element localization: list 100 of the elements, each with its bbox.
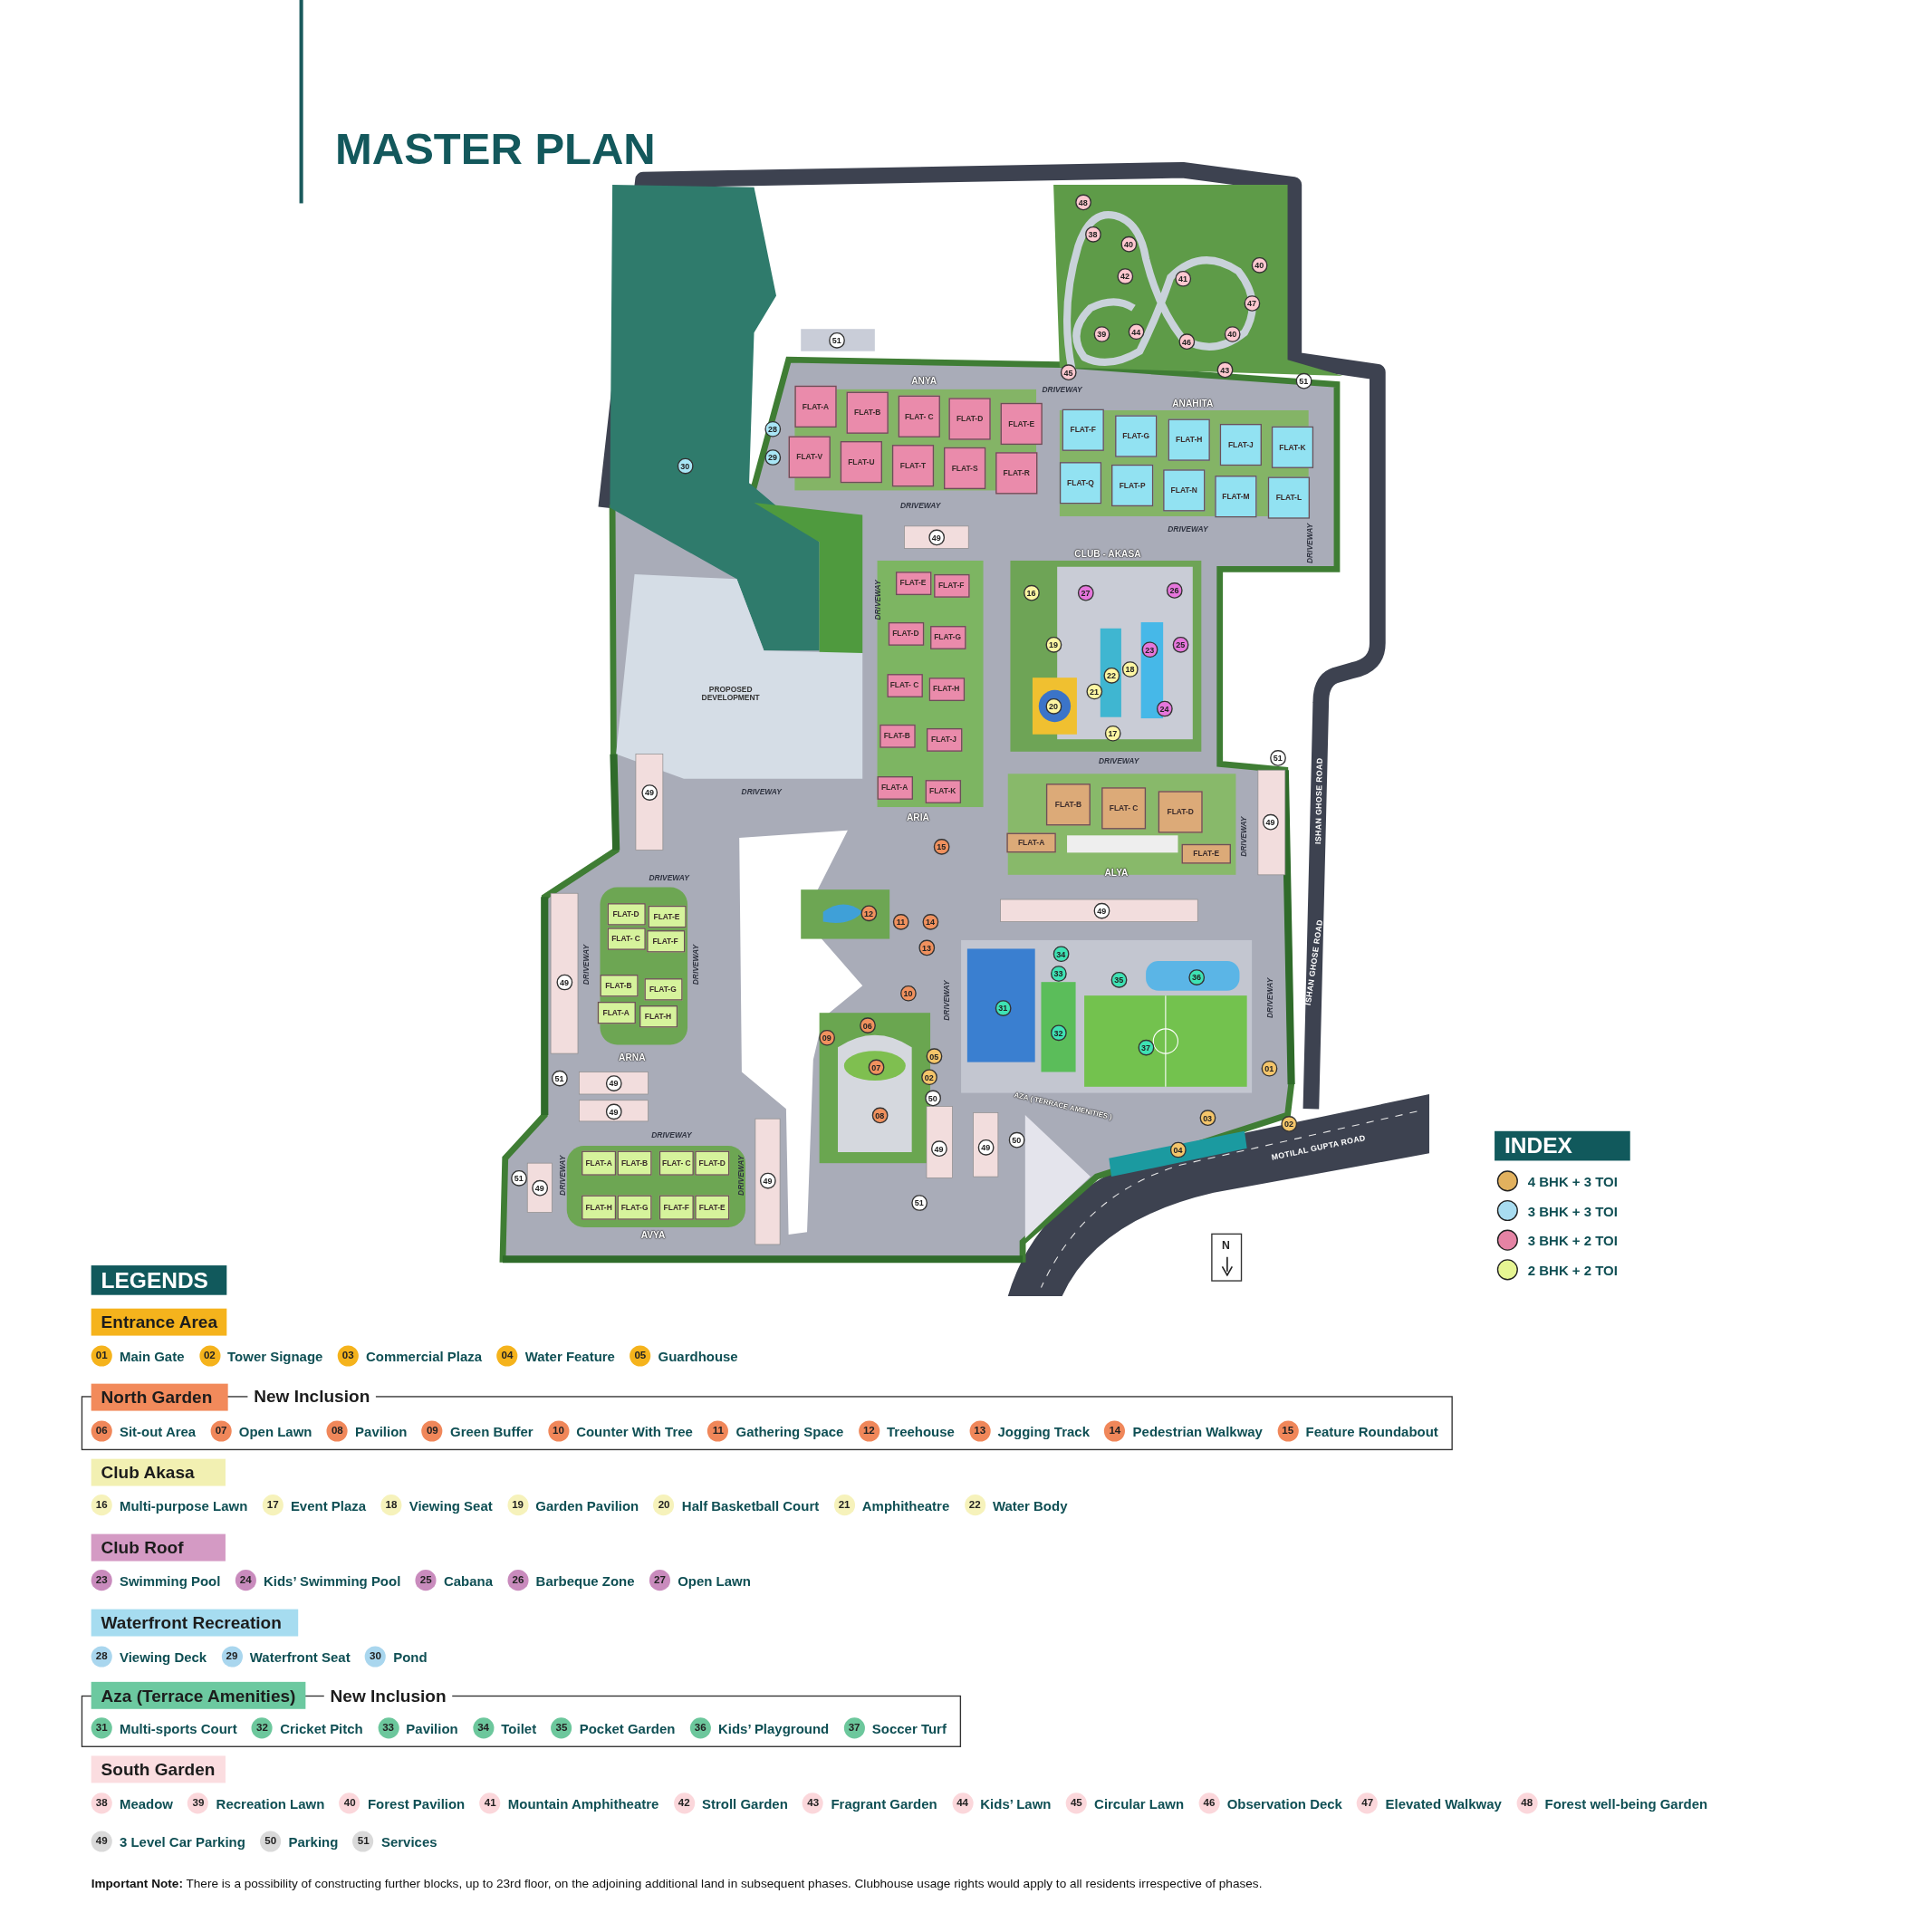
callout-number: 36 <box>689 1717 711 1739</box>
callout-number: 51 <box>1270 750 1286 766</box>
road-name: ISHAN GHOSE ROAD <box>1312 757 1324 844</box>
flat-block: FLAT-E <box>647 905 686 928</box>
amenity-name: Open Lawn <box>678 1572 751 1588</box>
amenity-name: Multi-purpose Lawn <box>119 1497 248 1513</box>
callout-number: 40 <box>339 1793 360 1814</box>
flat-block: FLAT-G <box>1115 415 1158 457</box>
amenity-name: Sit-out Area <box>119 1423 197 1439</box>
flat-block: FLAT-D <box>606 903 646 926</box>
callout-number: 05 <box>630 1345 651 1367</box>
amenity-name: Recreation Lawn <box>216 1795 325 1811</box>
amenity-name: Mountain Amphitheatre <box>507 1795 659 1811</box>
index-heading: INDEX <box>1495 1130 1630 1161</box>
amenity-name: Stroll Garden <box>702 1795 788 1811</box>
amenity-name: Circular Lawn <box>1094 1795 1185 1811</box>
flat-block: FLAT-F <box>1062 409 1104 451</box>
flat-block: FLAT-B <box>599 975 638 997</box>
callout-number: 18 <box>380 1495 402 1516</box>
flat-block: FLAT-H <box>582 1195 617 1220</box>
amenity-name: Open Lawn <box>238 1423 312 1439</box>
category-heading: Waterfront Recreation <box>91 1609 299 1637</box>
flat-block: FLAT-B <box>879 724 916 748</box>
flat-block: FLAT-J <box>1219 423 1262 466</box>
callout-number: 22 <box>964 1495 985 1516</box>
callout-number: 02 <box>198 1345 220 1367</box>
callout-number: 16 <box>91 1495 112 1516</box>
callout-number: 30 <box>364 1646 387 1668</box>
amenity-name: Commercial Plaza <box>366 1348 483 1364</box>
callout-number: 19 <box>507 1495 529 1516</box>
callout-number: 32 <box>251 1717 274 1739</box>
legend-label: 3 BHK + 2 TOI <box>1527 1233 1618 1248</box>
amenity-name: Water Feature <box>524 1348 615 1364</box>
amenity-name: Pocket Garden <box>579 1720 676 1736</box>
page-title: MASTER PLAN <box>335 124 656 174</box>
driveway-label: DRIVEWAY <box>557 1155 567 1196</box>
amenity-name: Pavilion <box>406 1720 458 1736</box>
legend-label: 2 BHK + 2 TOI <box>1527 1262 1618 1277</box>
flat-block: FLAT-L <box>1267 476 1311 519</box>
callout-number: 37 <box>843 1717 865 1739</box>
driveway-label: DRIVEWAY <box>1305 523 1314 564</box>
callout-number: 50 <box>260 1831 282 1852</box>
callout-number: 29 <box>221 1646 243 1668</box>
callout-number: 15 <box>1277 1420 1299 1442</box>
callout-number: 28 <box>91 1646 112 1668</box>
amenity-name: Forest well-being Garden <box>1544 1795 1708 1811</box>
area-label: PROPOSED DEVELOPMENT <box>700 684 761 703</box>
category-heading: Club Roof <box>91 1533 226 1562</box>
amenity-name: Garden Pavilion <box>535 1497 639 1513</box>
callout-number: 33 <box>378 1717 399 1739</box>
amenity-name: Jogging Track <box>997 1423 1090 1439</box>
amenity-name: Water Body <box>992 1497 1068 1513</box>
amenity-name: Fragrant Garden <box>831 1795 937 1811</box>
callout-number: 07 <box>210 1420 232 1442</box>
flat-block: FLAT-B <box>1045 783 1091 826</box>
callout-number: 21 <box>833 1495 855 1516</box>
driveway-label: DRIVEWAY <box>1042 385 1082 394</box>
flat-block: FLAT-U <box>840 441 882 484</box>
amenity-name: Pedestrian Walkway <box>1132 1423 1263 1439</box>
callout-number: 17 <box>262 1495 284 1516</box>
flat-block: FLAT-F <box>933 573 969 598</box>
amenity-name: Elevated Walkway <box>1385 1795 1502 1811</box>
callout-number: 27 <box>649 1570 670 1591</box>
driveway-label: DRIVEWAY <box>900 500 941 510</box>
flat-block: FLAT-N <box>1163 469 1206 512</box>
flat-block: FLAT-B <box>846 391 889 434</box>
flat-block: FLAT-H <box>928 677 965 701</box>
flat-block: FLAT-A <box>582 1150 617 1176</box>
callout-number: 23 <box>91 1570 112 1591</box>
building-name: ARNA <box>618 1051 647 1063</box>
road-name: MOTILAL GUPTA ROAD <box>1270 1132 1367 1162</box>
flat-block: FLAT-E <box>1181 843 1231 864</box>
amenity-name: Treehouse <box>887 1423 955 1439</box>
callout-number: 11 <box>707 1420 729 1442</box>
callout-number: 45 <box>1065 1793 1087 1814</box>
flat-block: FLAT-F <box>646 930 685 953</box>
amenity-name: Parking <box>288 1833 339 1850</box>
amenity-name: Services <box>381 1833 437 1850</box>
amenity-name: Tower Signage <box>227 1348 323 1364</box>
amenity-name: Pond <box>393 1648 428 1665</box>
category-heading: South Garden <box>91 1755 226 1783</box>
driveway-label: DRIVEWAY <box>581 945 590 985</box>
callout-number: 31 <box>91 1717 112 1739</box>
driveway-label: DRIVEWAY <box>690 945 699 985</box>
callout-number: 25 <box>415 1570 437 1591</box>
amenity-name: Forest Pavilion <box>367 1795 466 1811</box>
flat-block: FLAT-H <box>1168 418 1210 461</box>
driveway-label: DRIVEWAY <box>735 1155 745 1196</box>
amenity-name: Swimming Pool <box>119 1572 221 1588</box>
callout-number: 09 <box>421 1420 443 1442</box>
road-name: ISHAN GHOSE ROAD <box>1302 918 1324 1006</box>
flat-block: FLAT-K <box>1271 426 1314 468</box>
driveway-label: DRIVEWAY <box>872 580 882 620</box>
flat-block: FLAT-G <box>617 1195 652 1220</box>
flat-block: FLAT-M <box>1215 476 1257 518</box>
flat-block: FLAT-V <box>788 436 831 478</box>
flat-block: FLAT-D <box>1158 791 1203 833</box>
callout-number: 26 <box>507 1570 529 1591</box>
callout-number: 14 <box>1104 1420 1126 1442</box>
compass-letter: N <box>1222 1239 1230 1253</box>
